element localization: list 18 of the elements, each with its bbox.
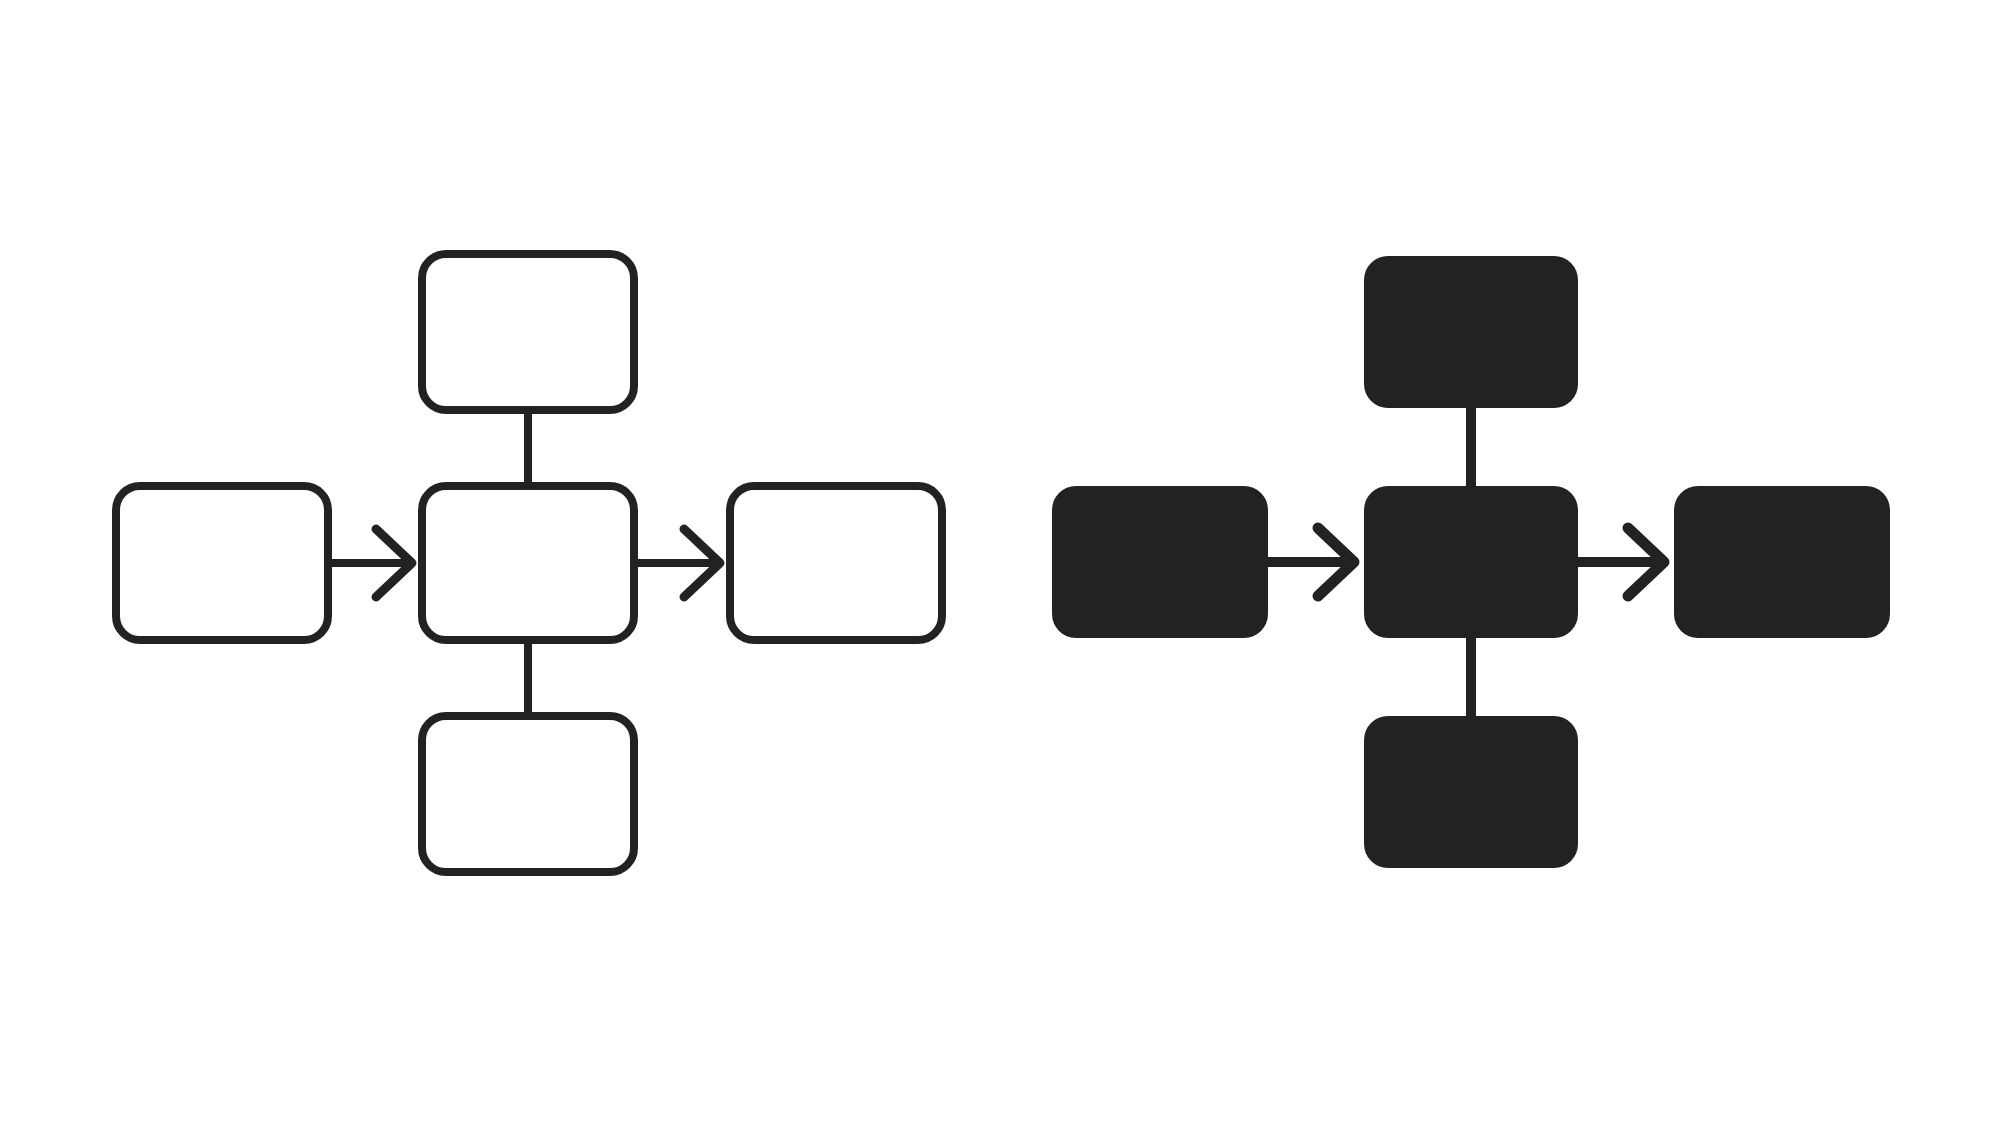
rounded-box <box>1052 486 1268 638</box>
rounded-box <box>418 250 638 414</box>
arrow <box>1268 522 1360 602</box>
connector-line <box>524 644 532 712</box>
rounded-box <box>1364 256 1578 408</box>
rounded-box <box>1364 486 1578 638</box>
rounded-box <box>418 482 638 644</box>
rounded-box <box>1364 716 1578 868</box>
connector-line <box>1466 408 1476 486</box>
rounded-box <box>726 482 946 644</box>
rounded-box <box>112 482 332 644</box>
rounded-box <box>418 712 638 876</box>
arrow <box>332 524 417 602</box>
arrow <box>1578 522 1670 602</box>
connector-line <box>1466 638 1476 716</box>
connector-line <box>524 414 532 482</box>
rounded-box <box>1674 486 1890 638</box>
arrow <box>638 524 725 602</box>
